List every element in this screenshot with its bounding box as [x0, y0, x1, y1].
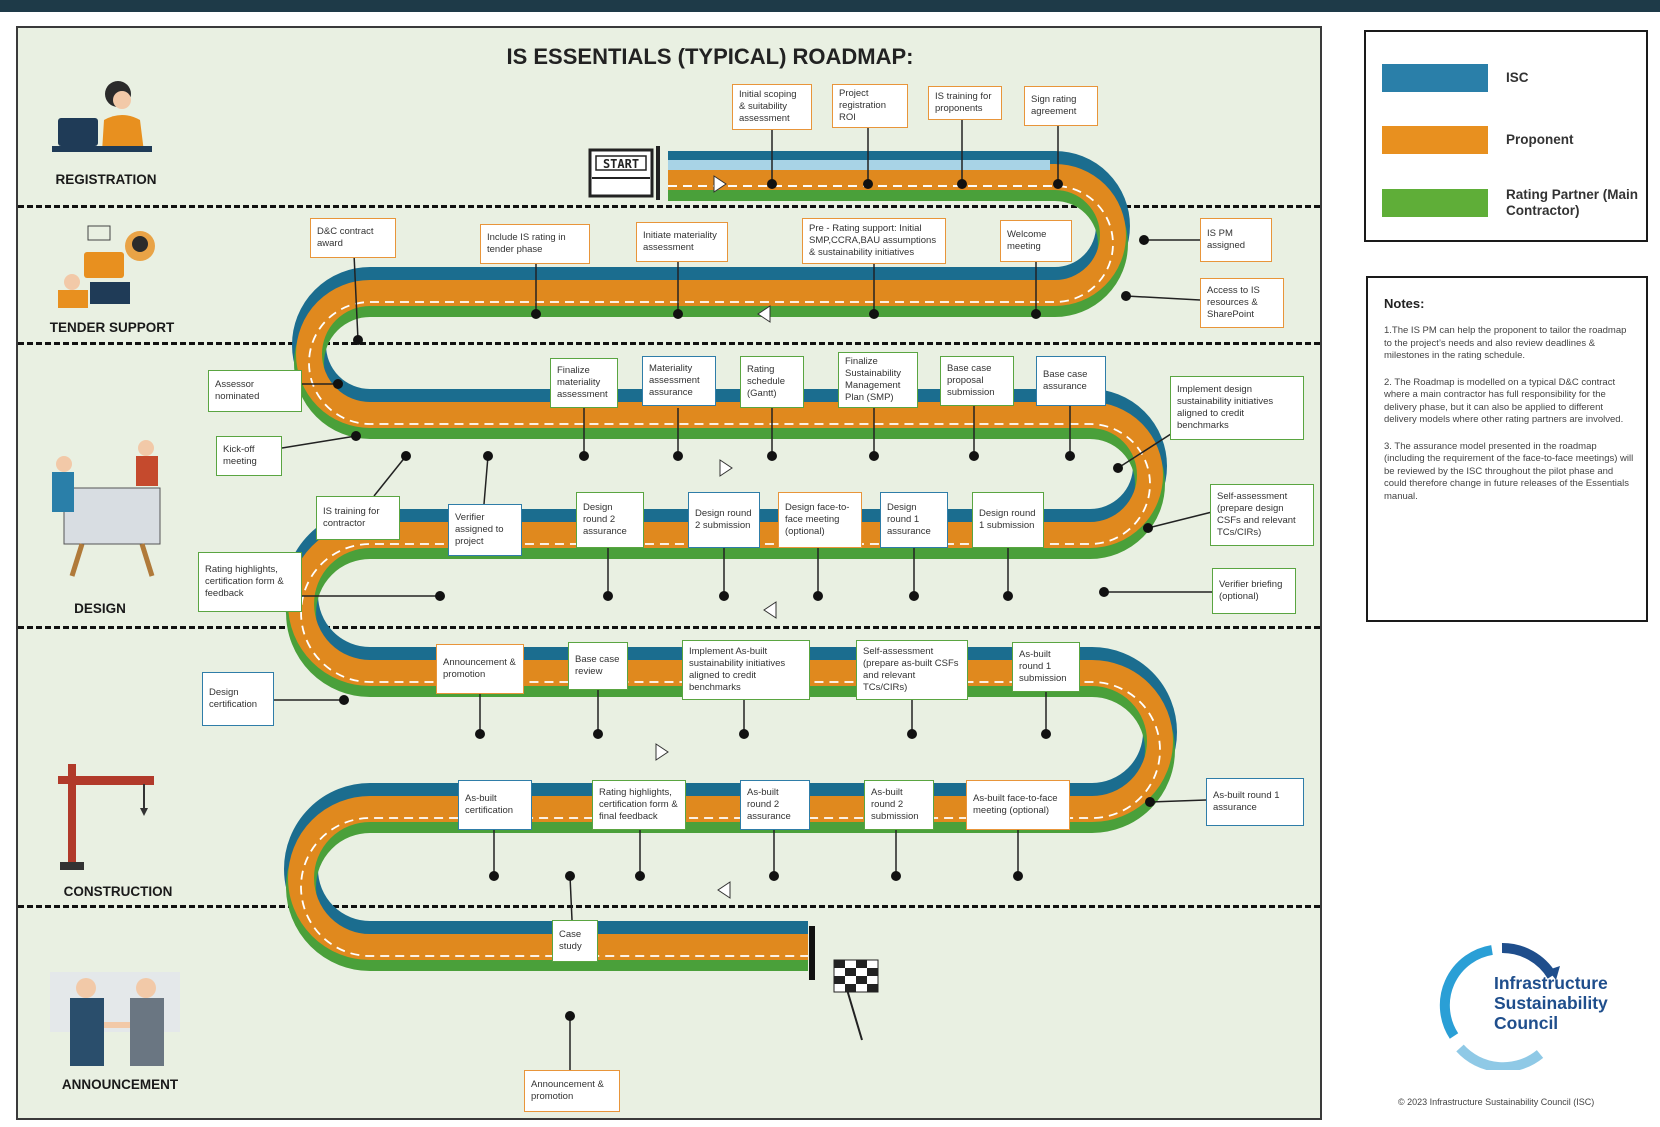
stage-registration: REGISTRATION: [55, 172, 157, 187]
milestone-design-certification: Design certification: [202, 672, 274, 726]
milestone-dc-contract-award: D&C contract award: [310, 218, 396, 258]
milestone-rating-highlights-design: Rating highlights, certification form & …: [198, 552, 302, 612]
stage-construction: CONSTRUCTION: [63, 884, 173, 899]
milestone-announcement-promotion-1: Announcement & promotion: [436, 644, 524, 694]
milestone-materiality-assurance: Materiality assessment assurance: [642, 356, 716, 406]
milestone-rating-highlights-final: Rating highlights, certification form & …: [592, 780, 686, 830]
milestone-design-r1-assurance: Design round 1 assurance: [880, 492, 948, 548]
design-illustration: [52, 440, 161, 577]
legend-item-proponent: Proponent: [1382, 126, 1656, 154]
note-2: 2. The Roadmap is modelled on a typical …: [1384, 376, 1624, 426]
milestone-self-assessment-asbuilt: Self-assessment (prepare as-built CSFs a…: [856, 640, 968, 700]
milestone-announcement-promotion-2: Announcement & promotion: [524, 1070, 620, 1112]
notes-box: Notes: 1.The IS PM can help the proponen…: [1366, 276, 1648, 622]
milestone-include-is-rating: Include IS rating in tender phase: [480, 224, 590, 264]
milestone-pre-rating-support: Pre - Rating support: Initial SMP,CCRA,B…: [802, 218, 946, 264]
phase-divider: [18, 205, 1320, 208]
milestone-design-r2-submission: Design round 2 submission: [688, 492, 760, 548]
milestone-access-to-is-resources: Access to IS resources & SharePoint: [1200, 278, 1284, 328]
legend-label-rating-partner: Rating Partner (Main Contractor): [1506, 187, 1639, 218]
milestone-design-r2-assurance: Design round 2 assurance: [576, 492, 644, 548]
milestone-asbuilt-f2f: As-built face-to-face meeting (optional): [966, 780, 1070, 830]
phase-divider: [18, 626, 1320, 629]
registration-illustration: [52, 81, 152, 152]
milestone-case-study: Case study: [552, 920, 598, 962]
legend-swatch-isc: [1382, 64, 1488, 92]
milestone-asbuilt-r1-submission: As-built round 1 submission: [1012, 642, 1080, 692]
milestone-verifier-briefing: Verifier briefing (optional): [1212, 568, 1296, 614]
copyright: © 2023 Infrastructure Sustainability Cou…: [1398, 1097, 1595, 1107]
legend-label-isc: ISC: [1506, 70, 1529, 85]
legend-label-proponent: Proponent: [1506, 132, 1574, 147]
milestone-asbuilt-r2-submission: As-built round 2 submission: [864, 780, 934, 830]
milestone-self-assessment-design: Self-assessment (prepare design CSFs and…: [1210, 484, 1314, 546]
milestone-is-pm-assigned: IS PM assigned: [1200, 218, 1272, 262]
tender-support-illustration: [58, 225, 155, 308]
legend-swatch-rating-partner: [1382, 189, 1488, 217]
legend: ISC Proponent Rating Partner (Main Contr…: [1364, 30, 1648, 242]
construction-crane-illustration: [58, 764, 154, 870]
milestone-base-case-review: Base case review: [568, 642, 628, 690]
legend-item-rating-partner: Rating Partner (Main Contractor): [1382, 187, 1656, 219]
milestone-sign-rating-agreement: Sign rating agreement: [1024, 86, 1098, 126]
stage-announcement: ANNOUNCEMENT: [61, 1077, 179, 1092]
milestone-base-case-assurance: Base case assurance: [1036, 356, 1106, 406]
milestone-verifier-assigned: Verifier assigned to project: [448, 504, 522, 556]
logo-text: Infrastructure Sustainability Council: [1494, 973, 1624, 1033]
milestone-finalize-materiality: Finalize materiality assessment: [550, 358, 618, 408]
announcement-handshake-illustration: [50, 972, 180, 1066]
milestone-rating-schedule: Rating schedule (Gantt): [740, 356, 804, 408]
milestone-asbuilt-r1-assurance: As-built round 1 assurance: [1206, 778, 1304, 826]
note-1: 1.The IS PM can help the proponent to ta…: [1384, 325, 1627, 361]
milestone-implement-design: Implement design sustainability initiati…: [1170, 376, 1304, 440]
milestone-base-case-proposal: Base case proposal submission: [940, 356, 1014, 406]
top-bar: [0, 0, 1660, 12]
logo-text-label: Infrastructure Sustainability Council: [1494, 973, 1608, 1033]
isc-logo: [1439, 942, 1560, 1070]
milestone-project-registration: Project registration ROI: [832, 84, 908, 128]
phase-divider: [18, 905, 1320, 908]
phase-divider: [18, 342, 1320, 345]
milestone-initiate-materiality: Initiate materiality assessment: [636, 222, 728, 262]
milestone-implement-asbuilt: Implement As-built sustainability initia…: [682, 640, 810, 700]
milestone-assessor-nominated: Assessor nominated: [208, 370, 302, 412]
milestone-is-training-contractor: IS training for contractor: [316, 496, 400, 540]
milestone-welcome-meeting: Welcome meeting: [1000, 220, 1072, 262]
milestone-initial-scoping: Initial scoping & suitability assessment: [732, 84, 812, 130]
milestone-design-f2f: Design face-to-face meeting (optional): [778, 492, 862, 548]
legend-item-isc: ISC: [1382, 64, 1656, 92]
note-3: 3. The assurance model presented in the …: [1384, 440, 1634, 502]
milestone-design-r1-submission: Design round 1 submission: [972, 492, 1044, 548]
stage-design: DESIGN: [74, 601, 126, 616]
start-label: START: [602, 157, 640, 171]
roadmap-title: IS ESSENTIALS (TYPICAL) ROADMAP:: [506, 44, 914, 69]
notes-heading: Notes:: [1384, 296, 1425, 311]
milestone-asbuilt-certification: As-built certification: [458, 780, 532, 830]
milestone-is-training-proponents: IS training for proponents: [928, 86, 1002, 120]
milestone-asbuilt-r2-assurance: As-built round 2 assurance: [740, 780, 810, 830]
milestone-kickoff-meeting: Kick-off meeting: [216, 436, 282, 476]
milestone-finalize-smp: Finalize Sustainability Management Plan …: [838, 352, 918, 408]
legend-swatch-proponent: [1382, 126, 1488, 154]
stage-tender-support: TENDER SUPPORT: [49, 320, 175, 335]
